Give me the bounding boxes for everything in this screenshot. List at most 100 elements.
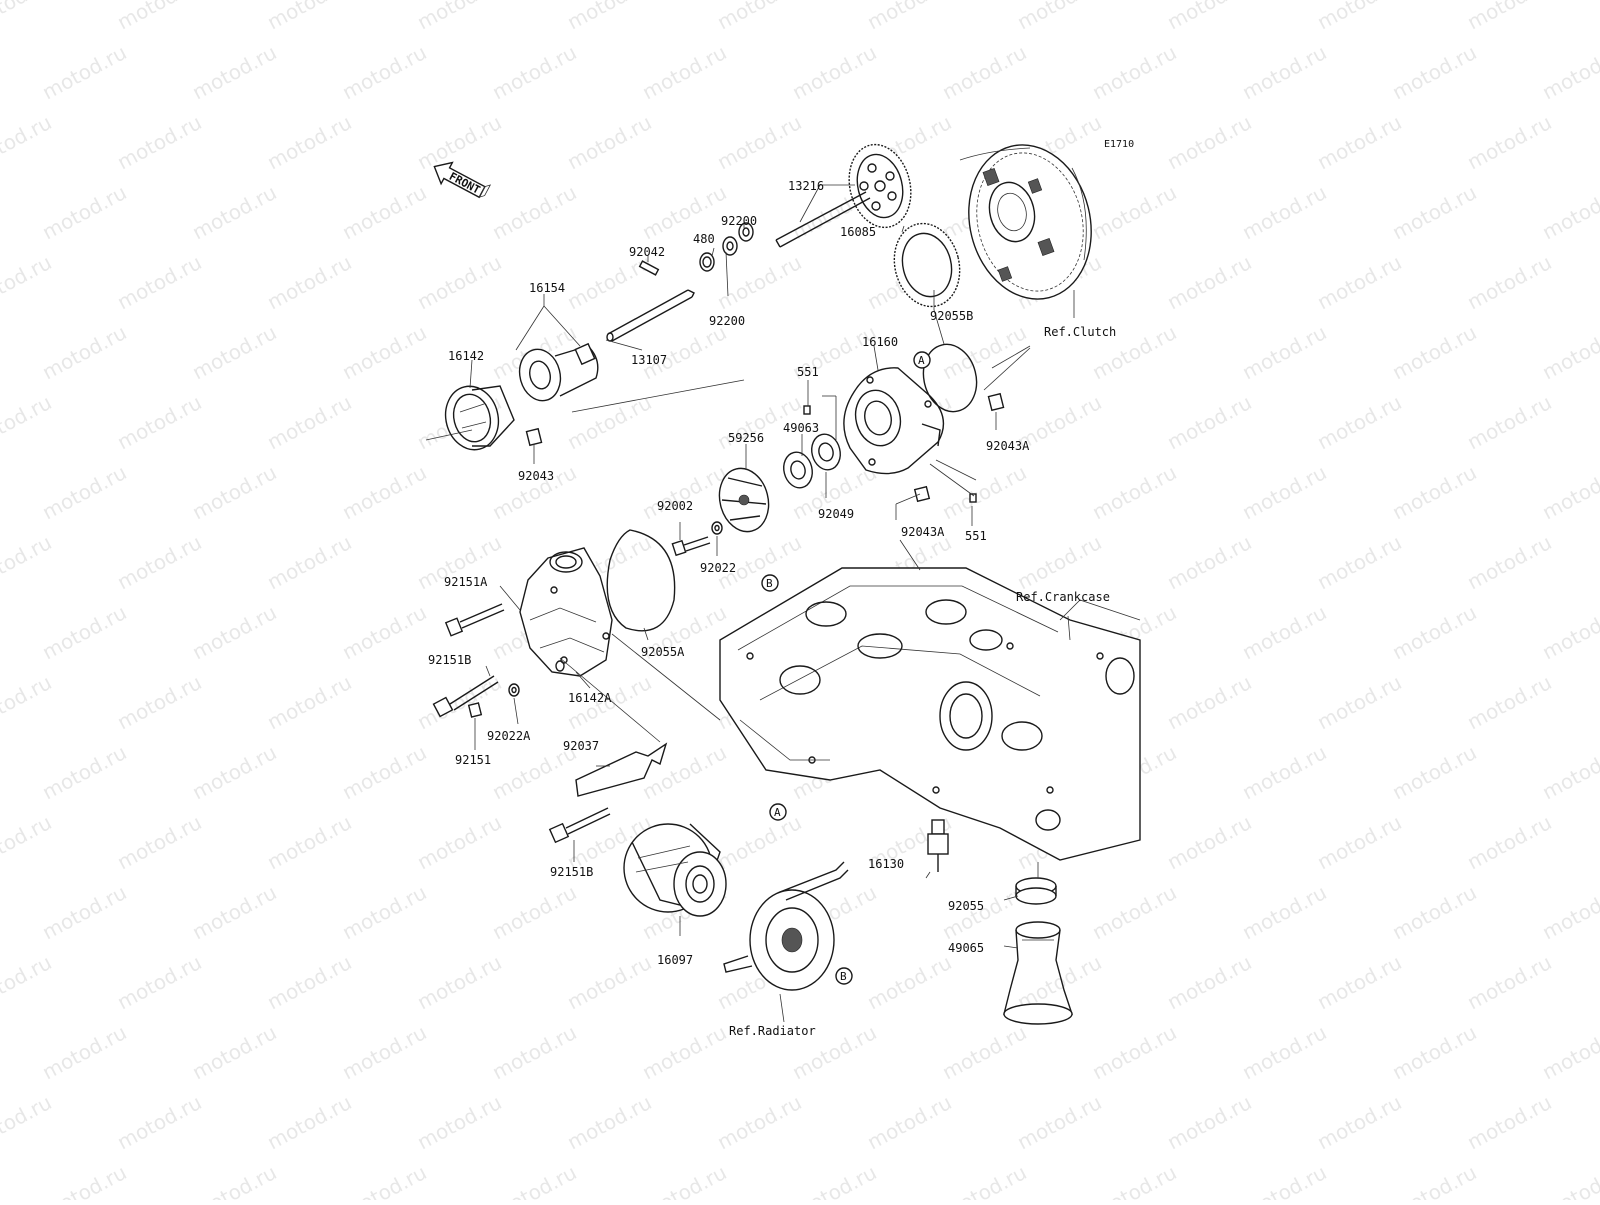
watermark-text: motod.ru xyxy=(413,110,505,174)
watermark-text: motod.ru xyxy=(263,250,355,314)
part-label-92022: 92022 xyxy=(700,561,736,575)
watermark-text: motod.ru xyxy=(1463,250,1555,314)
part-label-16130: 16130 xyxy=(868,857,904,871)
watermark-text: motod.ru xyxy=(1388,40,1480,104)
watermark-text: motod.ru xyxy=(1163,670,1255,734)
part-label-92055A: 92055A xyxy=(641,645,685,659)
watermark-text: motod.ru xyxy=(488,40,580,104)
watermark-text: motod.ru xyxy=(1388,600,1480,664)
watermark-text: motod.ru xyxy=(1538,740,1600,804)
shaft-13107 xyxy=(606,289,695,342)
watermark-text: motod.ru xyxy=(338,1020,430,1084)
part-label-16142A: 16142A xyxy=(568,691,612,705)
watermark-text: motod.ru xyxy=(1463,390,1555,454)
watermark-text: motod.ru xyxy=(0,1090,56,1154)
watermark-text: motod.ru xyxy=(1163,530,1255,594)
watermark-text: motod.ru xyxy=(788,1160,880,1200)
watermark-text: motod.ru xyxy=(1388,740,1480,804)
watermark-text: motod.ru xyxy=(338,740,430,804)
watermark-text: motod.ru xyxy=(263,530,355,594)
watermark-text: motod.ru xyxy=(263,390,355,454)
watermark-text: motod.ru xyxy=(1163,950,1255,1014)
watermark-text: motod.ru xyxy=(1313,110,1405,174)
watermark-text: motod.ru xyxy=(263,810,355,874)
watermark-text: motod.ru xyxy=(1088,1020,1180,1084)
watermark-text: motod.ru xyxy=(38,1020,130,1084)
part-label-92022A: 92022A xyxy=(487,729,531,743)
watermark-text: motod.ru xyxy=(563,1090,655,1154)
watermark-text: motod.ru xyxy=(1388,180,1480,244)
watermark-text: motod.ru xyxy=(1388,1020,1480,1084)
leader-lines xyxy=(469,184,1075,1023)
watermark-text: motod.ru xyxy=(1313,950,1405,1014)
housing-16142 xyxy=(425,385,515,451)
watermark-text: motod.ru xyxy=(1313,810,1405,874)
watermark-text: motod.ru xyxy=(338,180,430,244)
watermark-text: motod.ru xyxy=(38,740,130,804)
watermark-text: motod.ru xyxy=(638,740,730,804)
watermark-text: motod.ru xyxy=(188,320,280,384)
part-label-92042: 92042 xyxy=(629,245,665,259)
watermark-text: motod.ru xyxy=(413,1090,505,1154)
watermark-text: motod.ru xyxy=(263,950,355,1014)
watermark-text: motod.ru xyxy=(413,670,505,734)
crankcase xyxy=(719,539,1141,861)
watermark-text: motod.ru xyxy=(1238,740,1330,804)
watermark-text: motod.ru xyxy=(0,950,56,1014)
watermark-text: motod.ru xyxy=(38,180,130,244)
watermark-text: motod.ru xyxy=(863,950,955,1014)
watermark-text: motod.ru xyxy=(1238,40,1330,104)
part-label-16085: 16085 xyxy=(840,225,876,239)
watermark-text: motod.ru xyxy=(338,40,430,104)
watermark-text: motod.ru xyxy=(0,110,56,174)
oring-92055B xyxy=(922,343,978,413)
bearing-92049 xyxy=(811,433,841,471)
watermark-text: motod.ru xyxy=(0,810,56,874)
watermark-text: motod.ru xyxy=(1238,1160,1330,1200)
watermark-text: motod.ru xyxy=(1088,880,1180,944)
watermark-text: motod.ru xyxy=(1088,180,1180,244)
watermark-text: motod.ru xyxy=(113,390,205,454)
watermark-text: motod.ru xyxy=(713,810,805,874)
callout-b-bottom-text: B xyxy=(840,970,847,983)
watermark-text: motod.ru xyxy=(488,1020,580,1084)
watermark-text: motod.ru xyxy=(638,1160,730,1200)
part-label-92200-top: 92200 xyxy=(721,214,757,228)
part-label-92043: 92043 xyxy=(518,469,554,483)
part-label-92043A-right: 92043A xyxy=(986,439,1030,453)
rotor-16154 xyxy=(518,342,599,402)
watermark-text: motod.ru xyxy=(713,0,805,34)
oil-filter-16097 xyxy=(623,823,727,917)
watermark-text: motod.ru xyxy=(1388,460,1480,524)
watermark-text: motod.ru xyxy=(1538,180,1600,244)
watermark-text: motod.ru xyxy=(1388,320,1480,384)
oil-cooler xyxy=(723,861,849,991)
watermark-text: motod.ru xyxy=(563,250,655,314)
watermark-text: motod.ru xyxy=(0,670,56,734)
part-label-551-top: 551 xyxy=(797,365,819,379)
watermark-text: motod.ru xyxy=(1013,0,1105,34)
watermark-text: motod.ru xyxy=(263,1090,355,1154)
watermark-text: motod.ru xyxy=(113,670,205,734)
callout-a-top-text: A xyxy=(918,354,925,367)
bracket-92037 xyxy=(575,742,668,797)
part-label-92151B-top: 92151B xyxy=(428,653,471,667)
part-label-49065: 49065 xyxy=(948,941,984,955)
watermark-text: motod.ru xyxy=(1388,1160,1480,1200)
washer-92022 xyxy=(711,521,723,535)
watermark-text: motod.ru xyxy=(938,460,1030,524)
part-label-92055: 92055 xyxy=(948,899,984,913)
part-label-92002: 92002 xyxy=(657,499,693,513)
strainer-49065 xyxy=(1003,921,1073,1025)
watermark-text: motod.ru xyxy=(188,1020,280,1084)
watermark-text: motod.ru xyxy=(488,1160,580,1200)
watermark-text: motod.ru xyxy=(1163,250,1255,314)
watermark-text: motod.ru xyxy=(938,1020,1030,1084)
watermark-text: motod.ru xyxy=(338,320,430,384)
switch-16130 xyxy=(927,819,949,872)
watermark-text: motod.ru xyxy=(338,460,430,524)
washer-small xyxy=(555,660,565,672)
part-label-49063: 49063 xyxy=(783,421,819,435)
